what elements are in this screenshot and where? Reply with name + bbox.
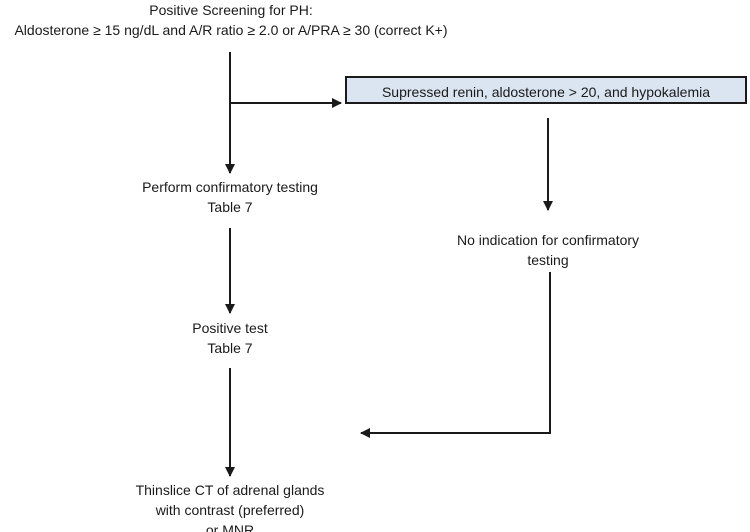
node-positive-test: Positive test Table 7 [130,318,330,358]
confirmatory-table-ref: Table 7 [207,199,253,215]
confirmatory-text: Perform confirmatory testing [142,179,318,195]
ct-line1: Thinslice CT of adrenal glands [135,482,325,498]
noind-line1: No indication for confirmatory [456,232,640,248]
node-suppressed-renin: Supressed renin, aldosterone > 20, and h… [345,76,747,104]
positive-test-table-ref: Table 7 [207,340,253,356]
node-positive-screening: Positive Screening for PH: Aldosterone ≥… [0,0,462,40]
ct-line2: with contrast (preferred) [155,502,305,518]
node-no-indication: No indication for confirmatory testing [420,230,676,270]
ct-line3: or MNR [205,522,255,532]
suppressed-text: Supressed renin, aldosterone > 20, and h… [381,84,711,100]
node-thinslice-ct: Thinslice CT of adrenal glands with cont… [100,480,360,532]
screening-title: Positive Screening for PH: [149,2,313,18]
screening-criteria: Aldosterone ≥ 15 ng/dL and A/R ratio ≥ 2… [14,22,448,38]
noind-line2: testing [527,252,569,268]
positive-test-text: Positive test [192,320,268,336]
arrow-noind-to-ct [360,272,551,438]
node-confirmatory-testing: Perform confirmatory testing Table 7 [110,177,350,217]
